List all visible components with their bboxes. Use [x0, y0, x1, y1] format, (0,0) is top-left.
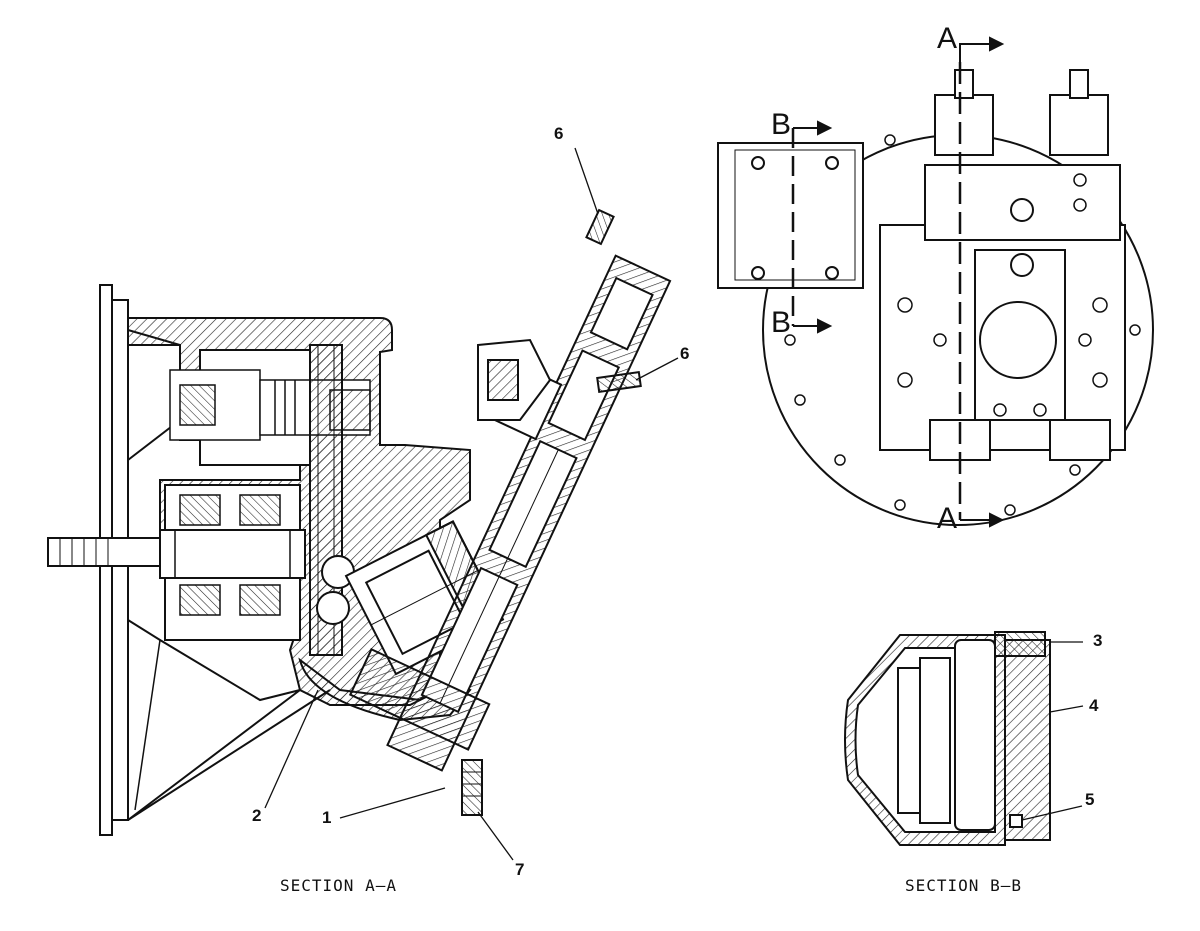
callout-2: 2: [252, 806, 262, 825]
shaft-bearings: [179, 494, 281, 616]
cover-seal: [1009, 814, 1023, 828]
leader-lines: [264, 147, 679, 861]
cover-bolt: [994, 631, 1046, 657]
input-shaft-body: [159, 529, 306, 579]
section-b-b-caption: SECTION B–B: [905, 876, 1022, 895]
callout-7: 7: [515, 860, 525, 879]
cut-line-b-label-bottom: B: [771, 306, 792, 339]
callout-1: 1: [322, 808, 332, 827]
callout-4: 4: [1089, 696, 1099, 715]
cut-line-a-label-bottom: A: [937, 502, 958, 535]
end-view-drawing: [717, 36, 1154, 528]
input-shaft-spline: [47, 537, 161, 567]
piston-ball-lower: [316, 591, 350, 625]
callout-5: 5: [1085, 790, 1095, 809]
callout-3: 3: [1093, 631, 1103, 650]
callout-6-top: 6: [554, 124, 564, 143]
section-a-a-drawing: [47, 147, 679, 861]
adjust-screw-top: [585, 208, 615, 246]
cover-plate: [1004, 639, 1051, 841]
solenoid-right: [1049, 94, 1109, 156]
section-b-leaders: [1021, 641, 1084, 821]
cut-line-a-label-top: A: [937, 22, 958, 55]
solenoid-left: [934, 94, 994, 156]
port-circle: [979, 301, 1057, 379]
adjust-screw-bottom: [461, 759, 483, 816]
callout-6-side: 6: [680, 344, 690, 363]
adjust-screw-side: [596, 371, 642, 393]
section-b-b-drawing: [844, 631, 1084, 846]
section-a-a-caption: SECTION A–A: [280, 876, 397, 895]
flange-rib-lower: [127, 619, 301, 821]
cut-line-b-label-top: B: [771, 108, 792, 141]
